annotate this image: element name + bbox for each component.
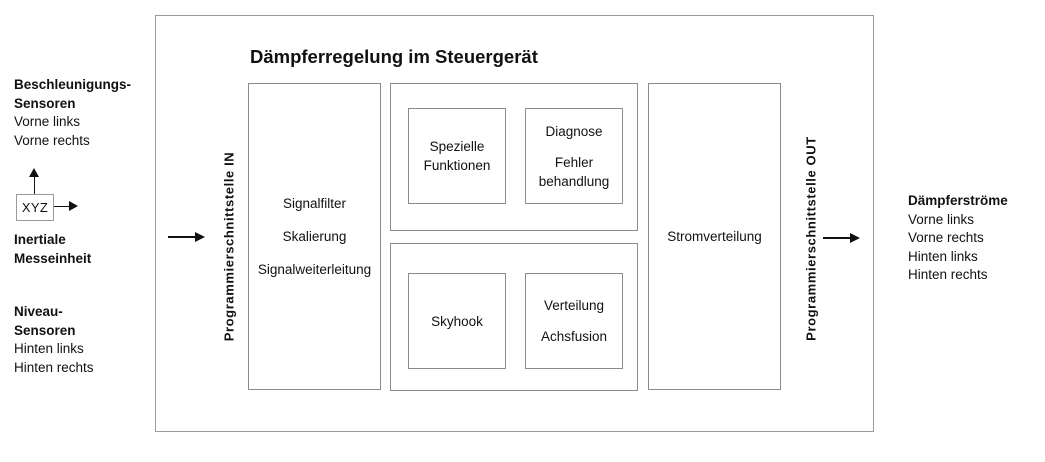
axis-right-arrowhead: [69, 201, 78, 211]
accel-sensors-title-line: Beschleunigungs-: [14, 77, 132, 92]
accel-sensor-item: Vorne rechts: [14, 132, 90, 148]
signal-box-line: Skalierung: [282, 229, 347, 244]
axis-up-arrowhead: [29, 168, 39, 177]
interface-out-label: Programmierschnittstelle OUT: [803, 136, 819, 341]
current-distribution-box: Stromverteilung: [648, 83, 781, 390]
imu-axes-icon: XYZ: [16, 168, 96, 222]
distribution-line: Achsfusion: [540, 329, 608, 344]
axis-up-stem: [33, 175, 35, 194]
diagnose-line: Fehler: [554, 154, 594, 170]
signal-processing-box: Signalfilter Skalierung Signalweiterleit…: [248, 83, 381, 390]
diagnose-line: behandlung: [538, 173, 610, 189]
xyz-axes-box: XYZ: [16, 194, 54, 221]
ecu-container: Dämpferregelung im Steuergerät Programmi…: [155, 15, 874, 432]
diagnose-title: Diagnose: [545, 123, 603, 139]
input-arrow-icon: [168, 232, 205, 242]
damper-currents-block: Dämpferströme Vorne links Vorne rechts H…: [908, 192, 1008, 285]
imu-title-line: Inertiale: [14, 232, 66, 247]
output-arrowhead: [850, 233, 860, 243]
signal-box-line: Signalfilter: [282, 196, 347, 211]
diagnose-box: Diagnose Fehler behandlung: [525, 108, 623, 204]
axis-up-arrow-icon: [29, 168, 40, 194]
special-functions-line: Spezielle: [429, 139, 485, 154]
imu-label-block: Inertiale Messeinheit: [14, 231, 91, 268]
level-sensor-item: Hinten links: [14, 341, 84, 356]
current-distribution-label: Stromverteilung: [667, 229, 762, 244]
axis-right-arrow-icon: [54, 201, 78, 212]
special-functions-line: Funktionen: [423, 158, 491, 173]
damper-current-item: Vorne rechts: [908, 230, 984, 245]
level-sensors-title-line: Niveau-: [14, 304, 63, 319]
level-sensors-title-line: Sensoren: [14, 322, 76, 338]
special-functions-box: Spezielle Funktionen: [408, 108, 506, 204]
output-arrow-icon: [823, 233, 860, 243]
diagram-title: Dämpferregelung im Steuergerät: [250, 46, 538, 67]
distribution-box: Verteilung Achsfusion: [525, 273, 623, 369]
level-sensor-item: Hinten rechts: [14, 359, 94, 375]
output-arrow-shaft: [823, 237, 850, 239]
damper-current-item: Hinten rechts: [908, 267, 988, 282]
accel-sensors-block: Beschleunigungs- Sensoren Vorne links Vo…: [14, 76, 131, 150]
interface-in-label: Programmierschnittstelle IN: [221, 151, 237, 342]
imu-title-line: Messeinheit: [14, 250, 92, 266]
accel-sensor-item: Vorne links: [14, 114, 81, 129]
skyhook-box: Skyhook: [408, 273, 506, 369]
damper-currents-title: Dämpferströme: [908, 193, 1008, 208]
skyhook-label: Skyhook: [431, 313, 483, 329]
input-arrowhead: [195, 232, 205, 242]
lower-functions-group: Skyhook Verteilung Achsfusion: [390, 243, 638, 391]
level-sensors-block: Niveau- Sensoren Hinten links Hinten rec…: [14, 303, 94, 377]
damper-current-item: Hinten links: [908, 248, 978, 264]
axis-right-stem: [54, 205, 70, 207]
signal-box-line: Signalweiterleitung: [257, 262, 372, 277]
input-arrow-shaft: [168, 236, 195, 238]
accel-sensors-title-line: Sensoren: [14, 95, 76, 111]
distribution-line: Verteilung: [543, 298, 605, 313]
upper-functions-group: Spezielle Funktionen Diagnose Fehler beh…: [390, 83, 638, 231]
damper-current-item: Vorne links: [908, 211, 975, 227]
